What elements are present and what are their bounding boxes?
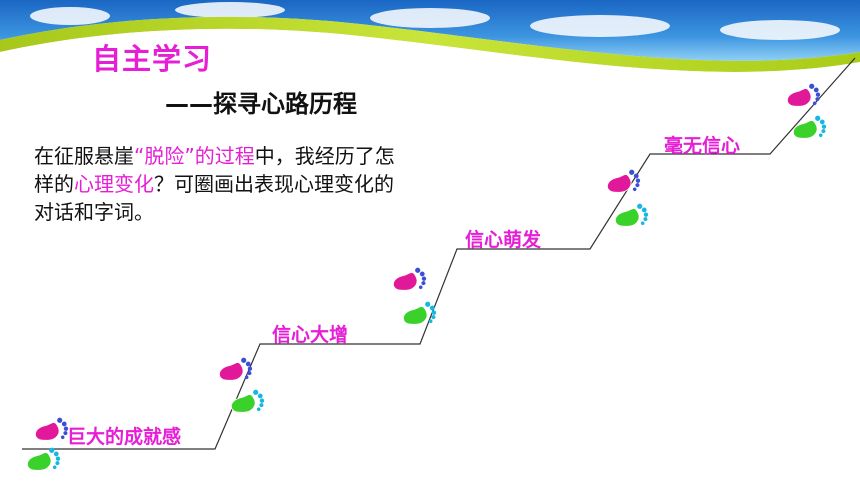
footprints-layer	[26, 83, 827, 471]
footprint-magenta-icon	[218, 357, 253, 381]
footprint-green-icon	[402, 301, 437, 325]
step-label-3: 信心萌发	[465, 229, 542, 251]
slide-subtitle: ——探寻心路历程	[165, 90, 357, 118]
footprint-green-icon	[792, 115, 827, 139]
footprint-magenta-icon	[34, 417, 69, 441]
question-highlight-escape: “脱险”的过程	[134, 144, 255, 168]
staircase-line	[22, 57, 856, 450]
question-part-3: 中，我经历了怎样的	[34, 144, 395, 196]
question-part-1: 在征服悬崖	[34, 144, 134, 168]
footprint-green-icon	[26, 447, 61, 471]
footprint-magenta-icon	[606, 169, 641, 193]
slide-title: 自主学习	[92, 42, 213, 76]
step-label-1: 巨大的成就感	[67, 426, 182, 448]
question-highlight-psychology: 心理变化	[74, 172, 154, 196]
question-part-5: ？可圈画出表现心理变化的对话和字词。	[34, 172, 394, 224]
question-text: 在征服悬崖“脱险”的过程中，我经历了怎样的心理变化？可圈画出表现心理变化的对话和…	[34, 142, 404, 226]
footprint-green-icon	[230, 389, 265, 413]
footprint-magenta-icon	[786, 83, 821, 107]
step-label-4: 毫无信心	[664, 135, 741, 157]
footprint-magenta-icon	[392, 267, 427, 291]
footprint-green-icon	[614, 203, 649, 227]
step-label-2: 信心大增	[272, 324, 349, 346]
